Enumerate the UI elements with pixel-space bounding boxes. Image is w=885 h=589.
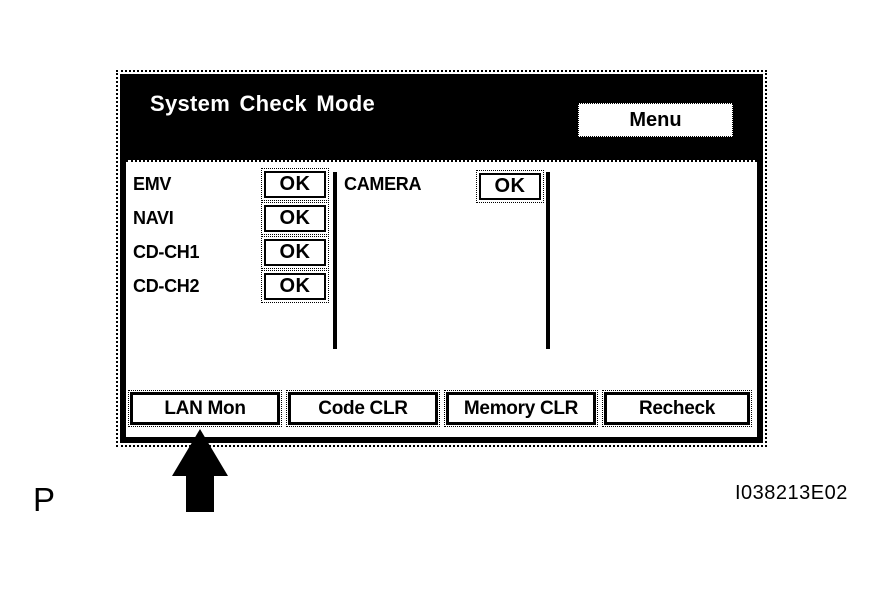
system-check-screen: System Check Mode Menu EMV OK NAVI OK CD…: [116, 70, 767, 447]
device-label-emv: EMV: [133, 174, 172, 194]
figure-id: I038213E02: [735, 482, 848, 504]
column-divider-left: [333, 172, 337, 349]
lan-mon-button[interactable]: LAN Mon: [128, 390, 282, 427]
device-label-camera: CAMERA: [344, 174, 422, 194]
menu-button[interactable]: Menu: [578, 103, 733, 137]
recheck-button[interactable]: Recheck: [602, 390, 752, 427]
device-label-cd-ch2: CD-CH2: [133, 276, 200, 296]
device-label-navi: NAVI: [133, 208, 174, 228]
device-label-cd-ch1: CD-CH1: [133, 242, 200, 262]
arrow-up-icon: [172, 429, 228, 512]
status-badge-cd-ch2: OK: [261, 270, 329, 303]
screen-title: System Check Mode: [150, 91, 376, 116]
status-badge-emv: OK: [261, 168, 329, 201]
code-clr-button[interactable]: Code CLR: [286, 390, 440, 427]
status-badge-camera: OK: [476, 170, 544, 203]
screen-header: System Check Mode Menu: [120, 74, 763, 160]
status-badge-cd-ch1: OK: [261, 236, 329, 269]
column-divider-right: [546, 172, 550, 349]
status-badge-navi: OK: [261, 202, 329, 235]
page-letter: P: [33, 481, 57, 518]
memory-clr-button[interactable]: Memory CLR: [444, 390, 598, 427]
screen-body: EMV OK NAVI OK CD-CH1 OK CD-CH2 OK CAMER…: [126, 160, 757, 437]
